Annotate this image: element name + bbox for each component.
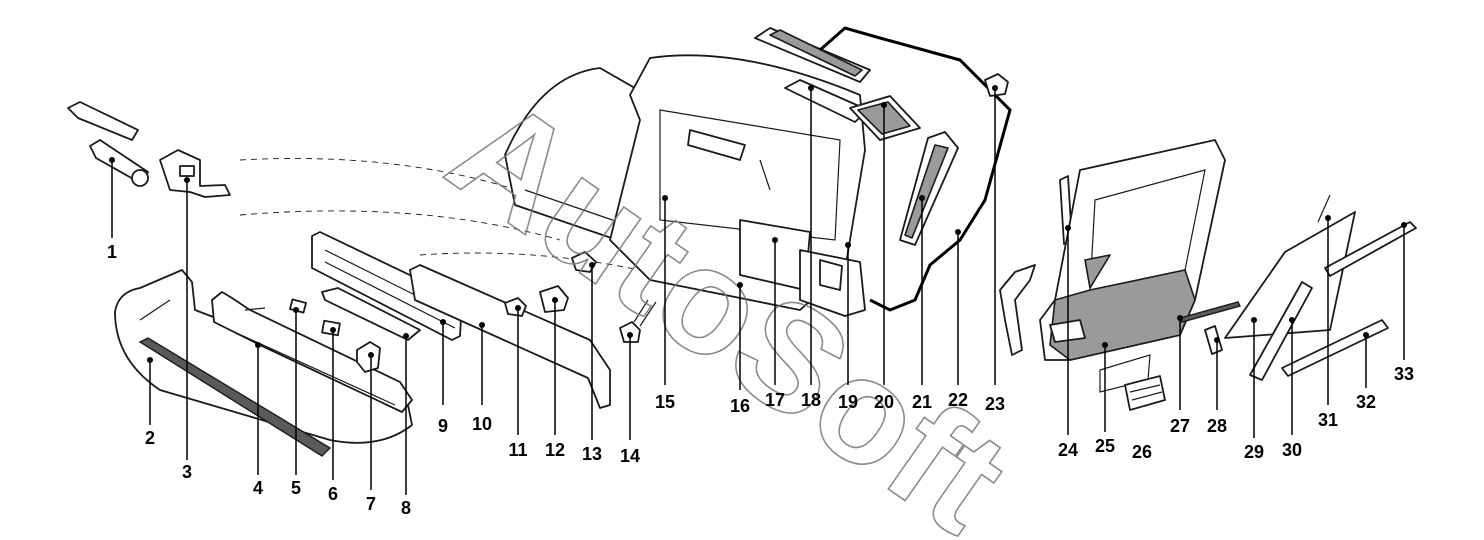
callout-4: 4 [253, 478, 263, 498]
callout-8: 8 [401, 498, 411, 518]
part-pillar-trim [899, 131, 959, 246]
callout-30: 30 [1282, 440, 1302, 460]
callout-5: 5 [291, 478, 301, 498]
callout-31: 31 [1318, 410, 1338, 430]
callout-13: 13 [582, 444, 602, 464]
callout-3: 3 [182, 462, 192, 482]
callout-29: 29 [1244, 442, 1264, 462]
callout-26: 26 [1132, 442, 1152, 462]
callout-9: 9 [438, 416, 448, 436]
part-lower-strip [321, 287, 421, 341]
callout-19: 19 [838, 392, 858, 412]
callout-11: 11 [508, 440, 527, 460]
callout-2: 2 [145, 428, 155, 448]
callout-25: 25 [1095, 436, 1115, 456]
callout-1: 1 [107, 242, 117, 262]
part-glass-channel [1249, 281, 1313, 381]
callout-7: 7 [366, 494, 376, 514]
part-door-glass [1224, 211, 1356, 339]
callout-12: 12 [545, 440, 565, 460]
callout-15: 15 [655, 392, 675, 412]
part-wiper-arm [67, 101, 149, 187]
callout-27: 27 [1170, 416, 1190, 436]
callout-6: 6 [328, 484, 338, 504]
callout-18: 18 [801, 390, 821, 410]
callout-10: 10 [472, 414, 492, 434]
callout-17: 17 [765, 390, 785, 410]
part-door [1039, 139, 1226, 393]
callout-14: 14 [620, 446, 640, 466]
leader-lines [109, 85, 1407, 495]
callout-33: 33 [1394, 364, 1414, 384]
callout-24: 24 [1058, 440, 1078, 460]
callout-21: 21 [912, 392, 932, 412]
callout-23: 23 [985, 394, 1005, 414]
part-roof-strips [754, 27, 921, 141]
callout-labels: 1 2 3 4 5 6 7 8 9 10 11 12 13 14 15 16 1… [107, 242, 1414, 518]
part-lock [984, 73, 1036, 356]
part-door-seal [819, 26, 1012, 312]
part-hinge [159, 149, 231, 198]
callout-20: 20 [874, 392, 894, 412]
callout-16: 16 [730, 396, 750, 416]
part-cross-member [409, 264, 611, 409]
callout-32: 32 [1356, 392, 1376, 412]
part-vent [1124, 375, 1166, 411]
callout-22: 22 [948, 390, 968, 410]
callout-28: 28 [1207, 416, 1227, 436]
